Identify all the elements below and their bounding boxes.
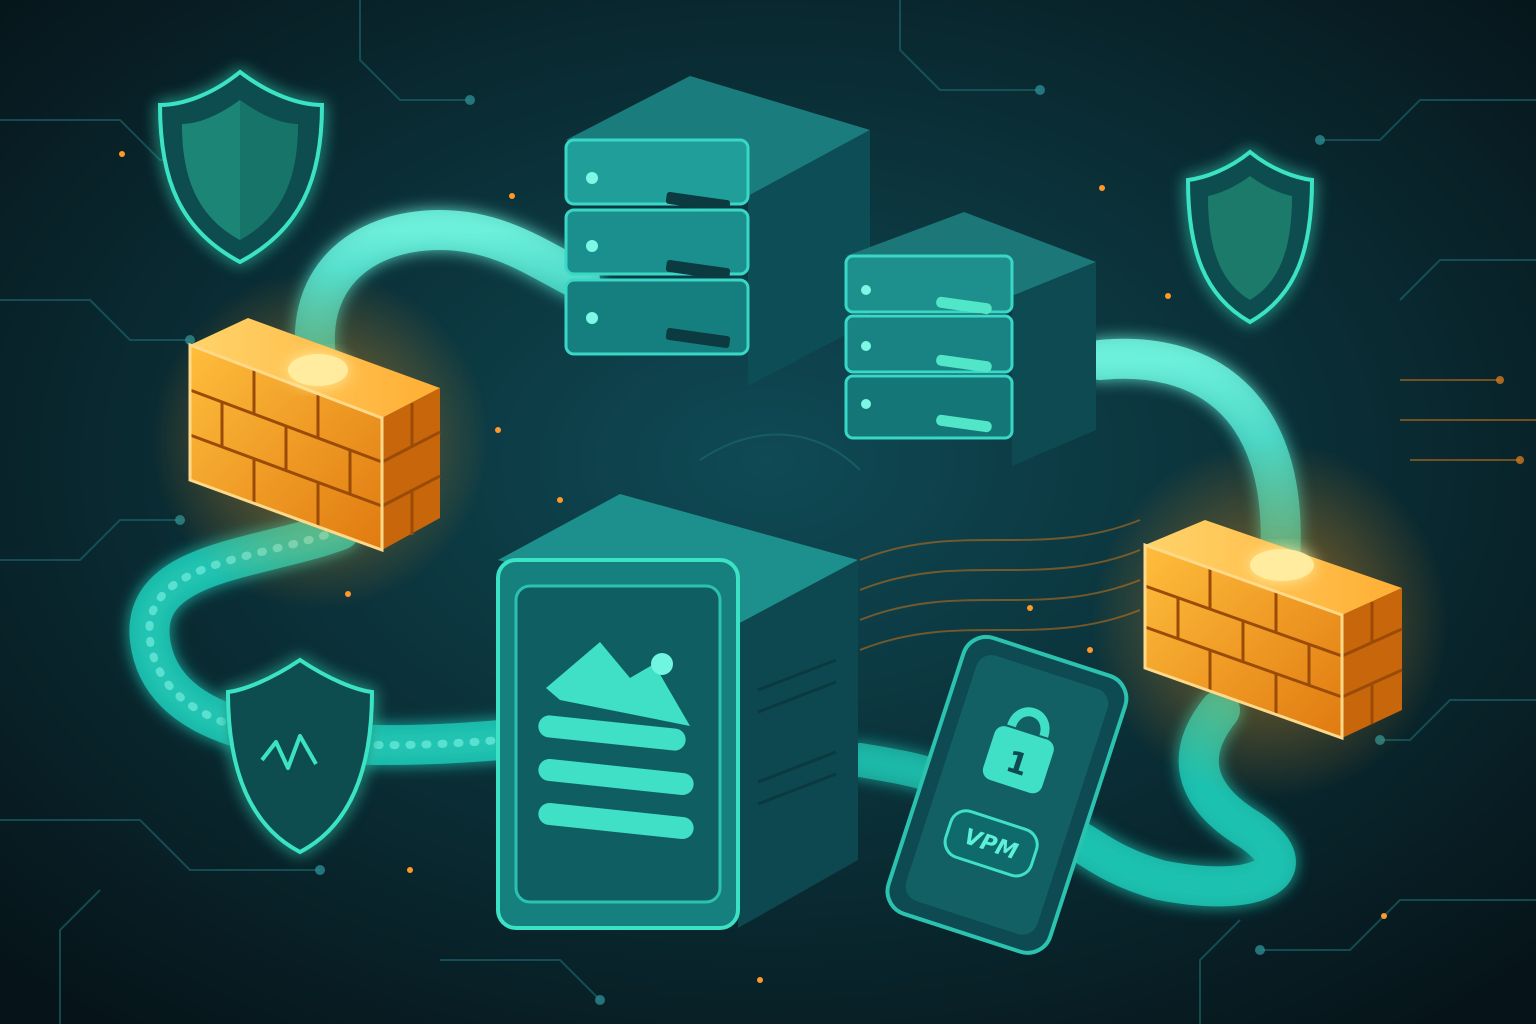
image-placeholder-icon xyxy=(546,642,690,726)
server-stack-unit-1 xyxy=(844,254,1014,315)
padlock-icon: 1 xyxy=(982,707,1054,794)
server-stack-icon xyxy=(844,212,1096,466)
shield-icon-top-left xyxy=(157,69,325,265)
server-rack-icon xyxy=(564,76,870,386)
server-rack-unit-2 xyxy=(564,208,750,281)
server-stack-unit-2 xyxy=(844,314,1014,374)
document-server-icon xyxy=(496,494,858,930)
server-rack-unit-3 xyxy=(564,278,750,356)
vpm-badge: VPM xyxy=(943,809,1039,878)
server-stack-unit-3 xyxy=(844,374,1014,440)
mobile-phone-icon: 1 VPM xyxy=(885,634,1129,955)
firewall-icon-right xyxy=(1143,520,1403,741)
firewall-icon-left xyxy=(188,318,441,553)
shield-icon-pulse xyxy=(225,657,375,855)
shield-icon-top-right xyxy=(1185,149,1315,325)
server-rack-unit-1 xyxy=(564,138,750,213)
document-text-lines xyxy=(538,715,694,840)
